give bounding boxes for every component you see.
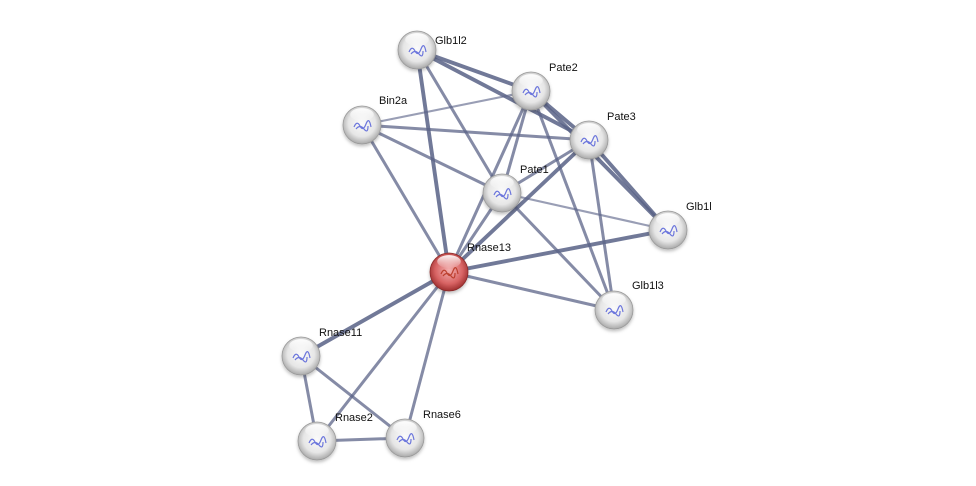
edge-bin2a-rnase13[interactable] <box>360 123 451 274</box>
node-label: Rnase2 <box>335 412 373 424</box>
protein-structure-icon <box>396 433 415 445</box>
edge-glb1l2-pate2[interactable] <box>415 48 533 93</box>
edge-glb1l2-pate3[interactable] <box>415 48 591 142</box>
nodes-layer: Glb1l2Pate2Bin2aPate3Pate1Glb1lRnase13Gl… <box>281 30 712 461</box>
node-label: Glb1l2 <box>435 35 467 47</box>
node-rnase2[interactable]: Rnase2 <box>297 412 373 461</box>
node-gloss-highlight <box>289 339 313 353</box>
node-label: Pate2 <box>549 62 578 74</box>
node-gloss-highlight <box>519 74 543 88</box>
node-label: Pate1 <box>520 164 549 176</box>
protein-structure-icon <box>308 436 327 448</box>
edge-glb1l2-pate1[interactable] <box>415 48 504 195</box>
node-label: Rnase11 <box>319 327 362 339</box>
node-rnase13[interactable]: Rnase13 <box>429 242 511 292</box>
protein-structure-icon <box>659 225 678 237</box>
node-gloss-highlight <box>577 123 601 137</box>
node-label: Glb1l3 <box>632 280 664 292</box>
node-bin2a[interactable]: Bin2a <box>342 95 408 145</box>
protein-structure-icon <box>408 45 427 57</box>
node-glb1l[interactable]: Glb1l <box>648 201 712 250</box>
edge-rnase13-rnase11[interactable] <box>299 270 451 358</box>
edge-pate3-rnase13[interactable] <box>447 138 591 274</box>
node-label: Bin2a <box>379 95 408 107</box>
node-rnase11[interactable]: Rnase11 <box>281 327 362 376</box>
protein-structure-icon <box>580 135 599 147</box>
node-label: Pate3 <box>607 111 636 123</box>
node-gloss-highlight <box>350 108 374 122</box>
protein-structure-icon <box>292 351 311 363</box>
edge-rnase13-rnase2[interactable] <box>315 270 451 443</box>
protein-structure-icon <box>605 305 624 317</box>
edge-pate3-glb1l[interactable] <box>587 138 670 232</box>
edge-rnase11-rnase6[interactable] <box>299 354 407 440</box>
edge-bin2a-pate3[interactable] <box>360 123 591 142</box>
node-glb1l3[interactable]: Glb1l3 <box>594 280 664 330</box>
node-gloss-highlight <box>490 176 514 190</box>
node-gloss-highlight <box>393 421 417 435</box>
edge-glb1l-rnase13[interactable] <box>447 228 670 274</box>
node-pate2[interactable]: Pate2 <box>511 62 578 111</box>
protein-structure-icon <box>522 86 541 98</box>
protein-structure-icon <box>440 267 459 279</box>
node-glb1l2[interactable]: Glb1l2 <box>397 30 467 70</box>
node-gloss-highlight <box>437 255 461 269</box>
node-label: Rnase13 <box>467 242 511 254</box>
edge-pate2-bin2a[interactable] <box>360 89 533 127</box>
node-gloss-highlight <box>405 33 429 47</box>
edge-rnase13-glb1l3[interactable] <box>447 270 616 312</box>
edge-rnase13-rnase6[interactable] <box>403 270 451 440</box>
edge-bin2a-pate1[interactable] <box>360 123 504 195</box>
edge-pate2-glb1l3[interactable] <box>529 89 616 312</box>
edge-pate1-glb1l[interactable] <box>500 191 670 232</box>
node-pate1[interactable]: Pate1 <box>482 164 549 213</box>
protein-structure-icon <box>493 188 512 200</box>
node-label: Glb1l <box>686 201 712 213</box>
node-label: Rnase6 <box>423 409 461 421</box>
node-gloss-highlight <box>305 424 329 438</box>
node-pate3[interactable]: Pate3 <box>569 111 636 160</box>
node-gloss-highlight <box>656 213 680 227</box>
protein-structure-icon <box>353 120 372 132</box>
node-gloss-highlight <box>602 293 626 307</box>
edge-pate3-glb1l3[interactable] <box>587 138 616 312</box>
node-rnase6[interactable]: Rnase6 <box>385 409 461 458</box>
